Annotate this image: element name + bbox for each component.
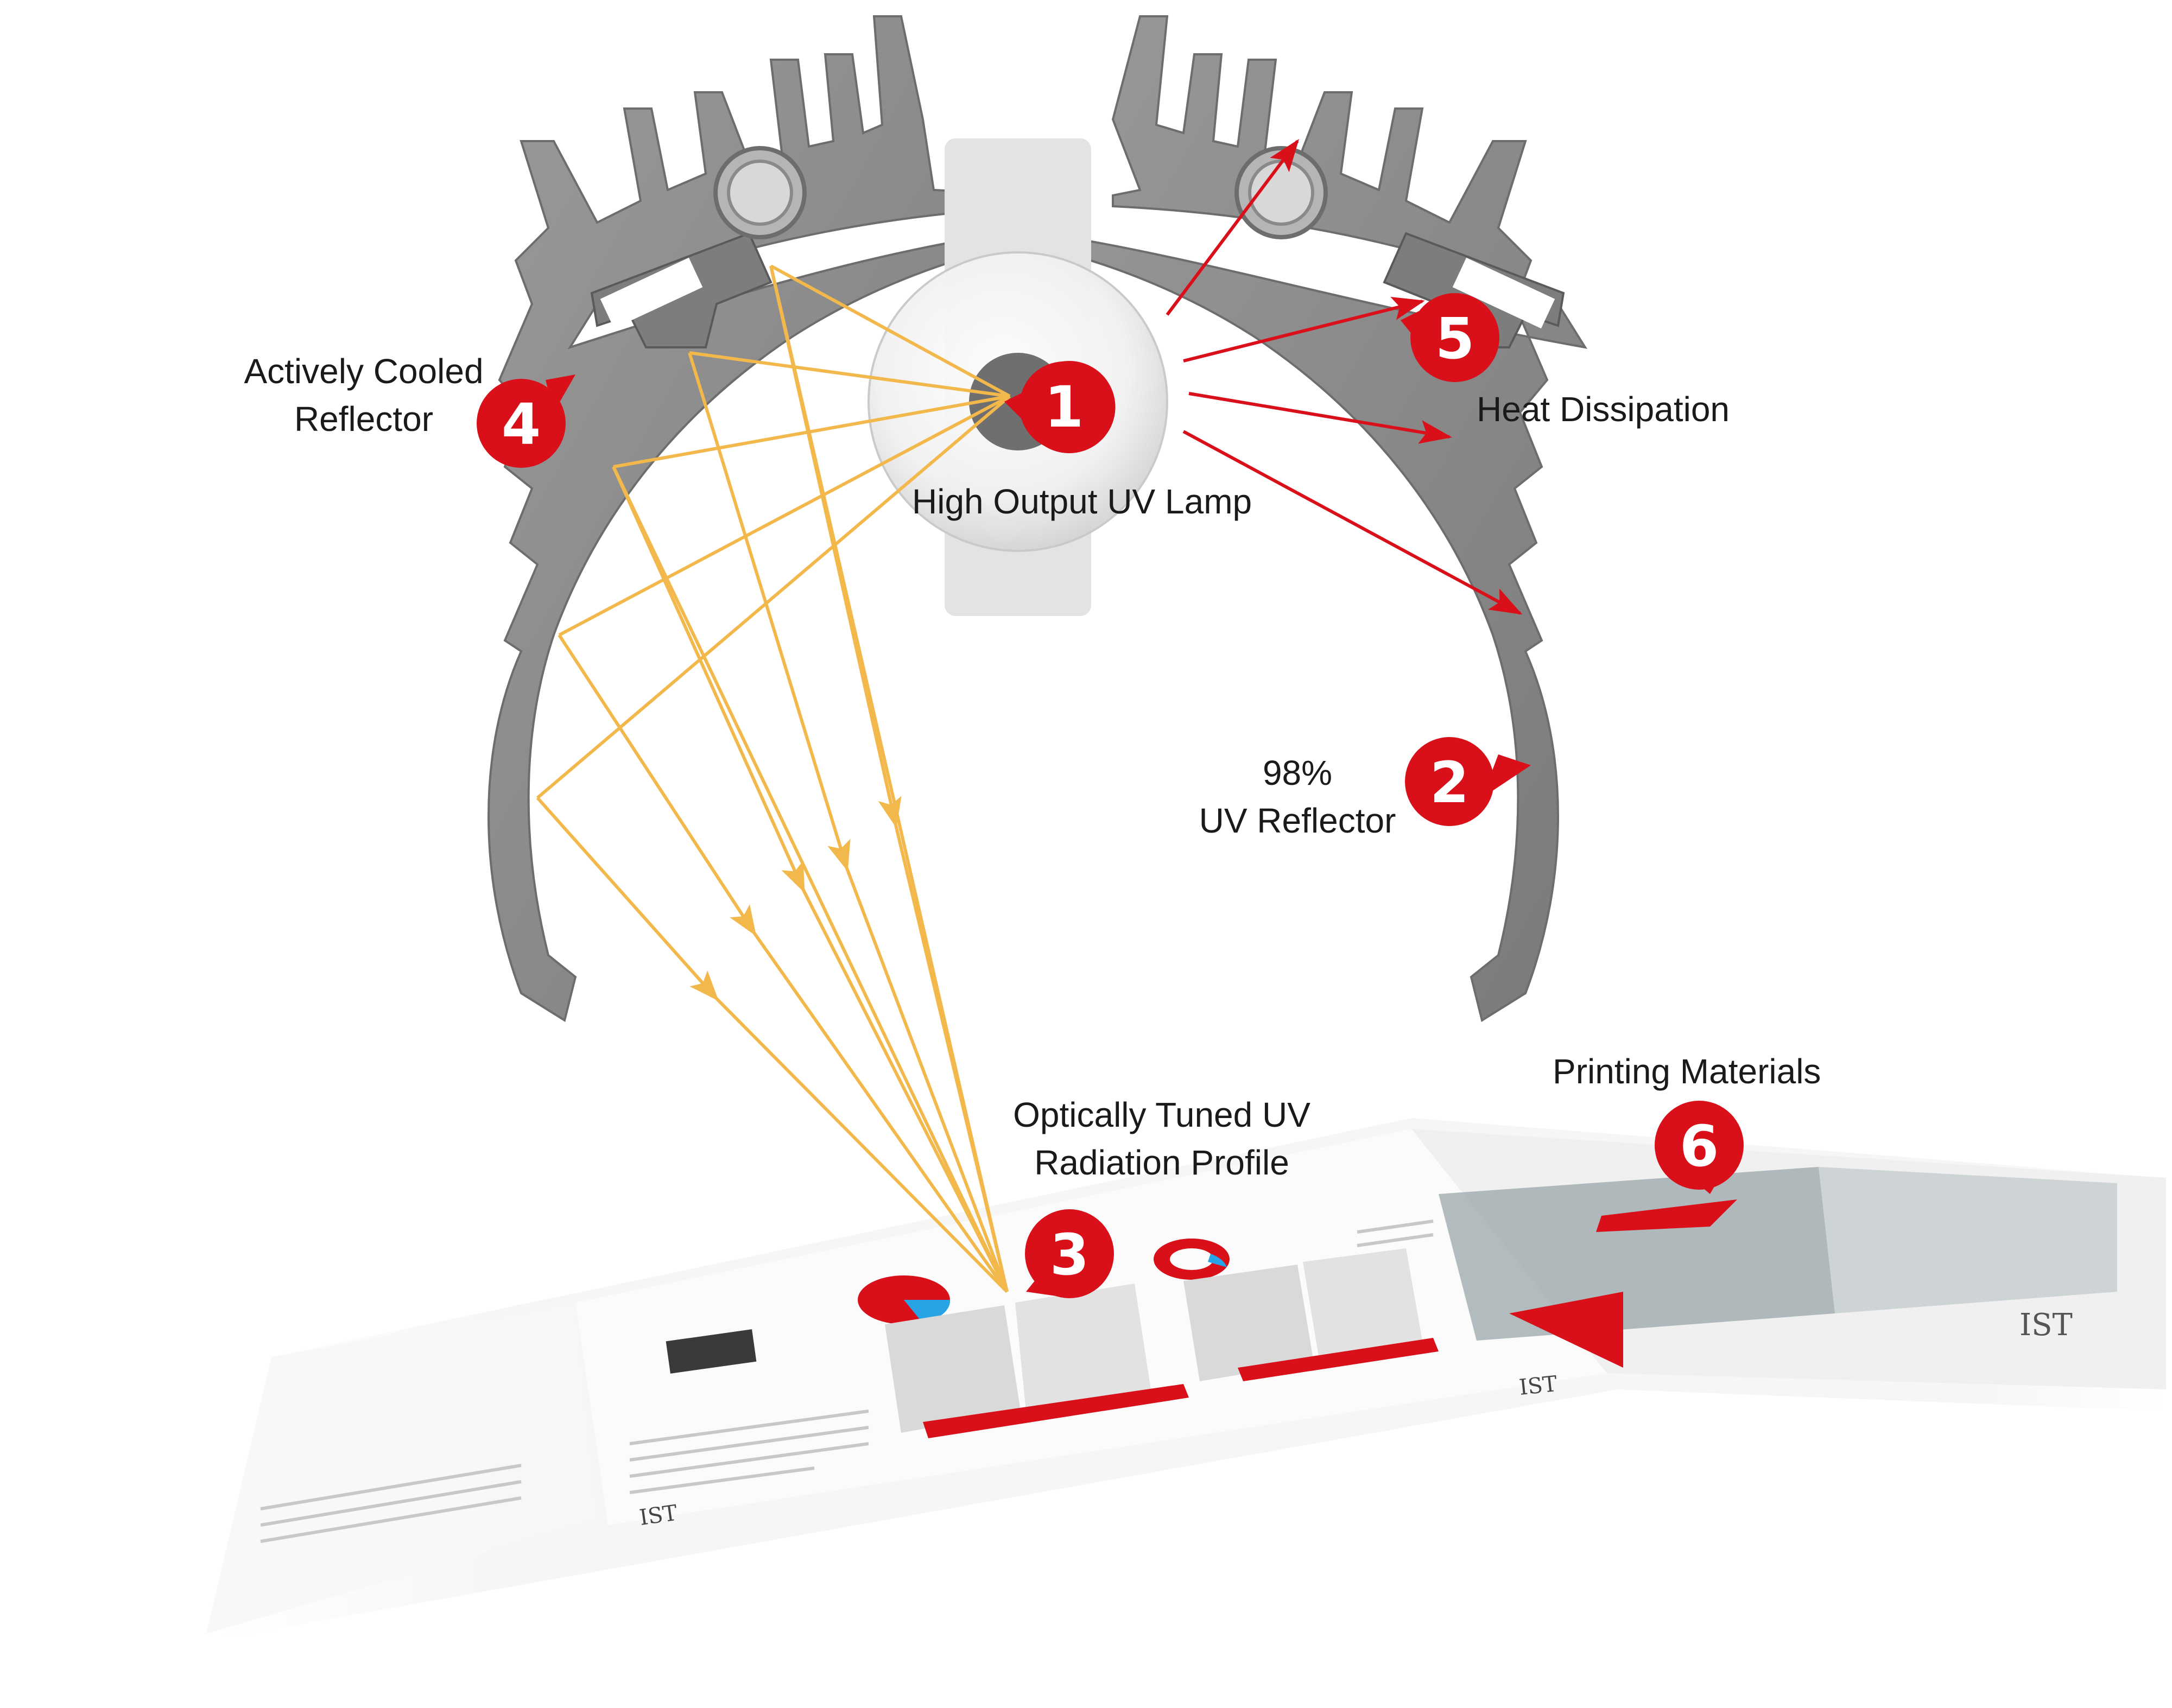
sheet-text-block-2 <box>1015 1284 1151 1411</box>
sheet-red-banner <box>1596 1199 1737 1232</box>
sheet-text-block-1 <box>885 1305 1021 1433</box>
svg-text:1: 1 <box>1044 374 1084 440</box>
sheet-logo-2: IST <box>1518 1372 1559 1400</box>
sheet-product-image <box>666 1329 757 1374</box>
sheet-text-block-4 <box>1303 1248 1422 1360</box>
printing-materials-sheet: IST IST IST <box>206 1118 2166 1639</box>
sheet-pie-chart-1 <box>858 1275 951 1324</box>
badge-6: 6 <box>1655 1101 1744 1194</box>
reflector-left-bolt <box>713 146 807 239</box>
badge-4: 4 <box>477 374 575 468</box>
sheet-pie-chart-2 <box>1154 1239 1230 1280</box>
svg-text:4: 4 <box>502 391 541 458</box>
sheet-photo-right <box>1819 1167 2117 1313</box>
badge-1: 1 <box>1004 361 1116 454</box>
svg-text:2: 2 <box>1430 750 1469 816</box>
heat-arrows <box>1166 139 1523 615</box>
sheet-red-triangle <box>1509 1292 1623 1368</box>
badge-3: 3 <box>1025 1209 1114 1298</box>
svg-text:5: 5 <box>1435 306 1474 372</box>
sheet-text-block-3 <box>1183 1265 1314 1381</box>
radiation-profile-label: Optically Tuned UV Radiation Profile <box>1013 1095 1310 1182</box>
light-rays <box>536 264 1011 1293</box>
sheet-logo-3: IST <box>2019 1307 2073 1343</box>
badge-5: 5 <box>1401 293 1499 382</box>
lamp-label: High Output UV Lamp <box>912 482 1252 521</box>
printing-materials-label: Printing Materials <box>1553 1052 1821 1091</box>
cooled-reflector-label: Actively Cooled Reflector <box>244 352 484 439</box>
reflector-label: 98% UV Reflector <box>1199 753 1396 840</box>
badge-2: 2 <box>1405 737 1531 826</box>
sheet-photo-collage <box>1439 1167 1835 1341</box>
sheet-red-bar-2 <box>1238 1338 1439 1381</box>
svg-text:3: 3 <box>1050 1222 1089 1288</box>
heat-dissipation-label: Heat Dissipation <box>1477 390 1730 429</box>
svg-text:6: 6 <box>1680 1113 1719 1179</box>
sheet-red-bar-1 <box>923 1384 1189 1438</box>
sheet-page-left <box>206 1303 597 1634</box>
sheet-text-lines <box>260 1220 1434 1543</box>
reflector-left-slot <box>590 232 772 348</box>
sheet-logo-1: IST <box>638 1501 679 1531</box>
